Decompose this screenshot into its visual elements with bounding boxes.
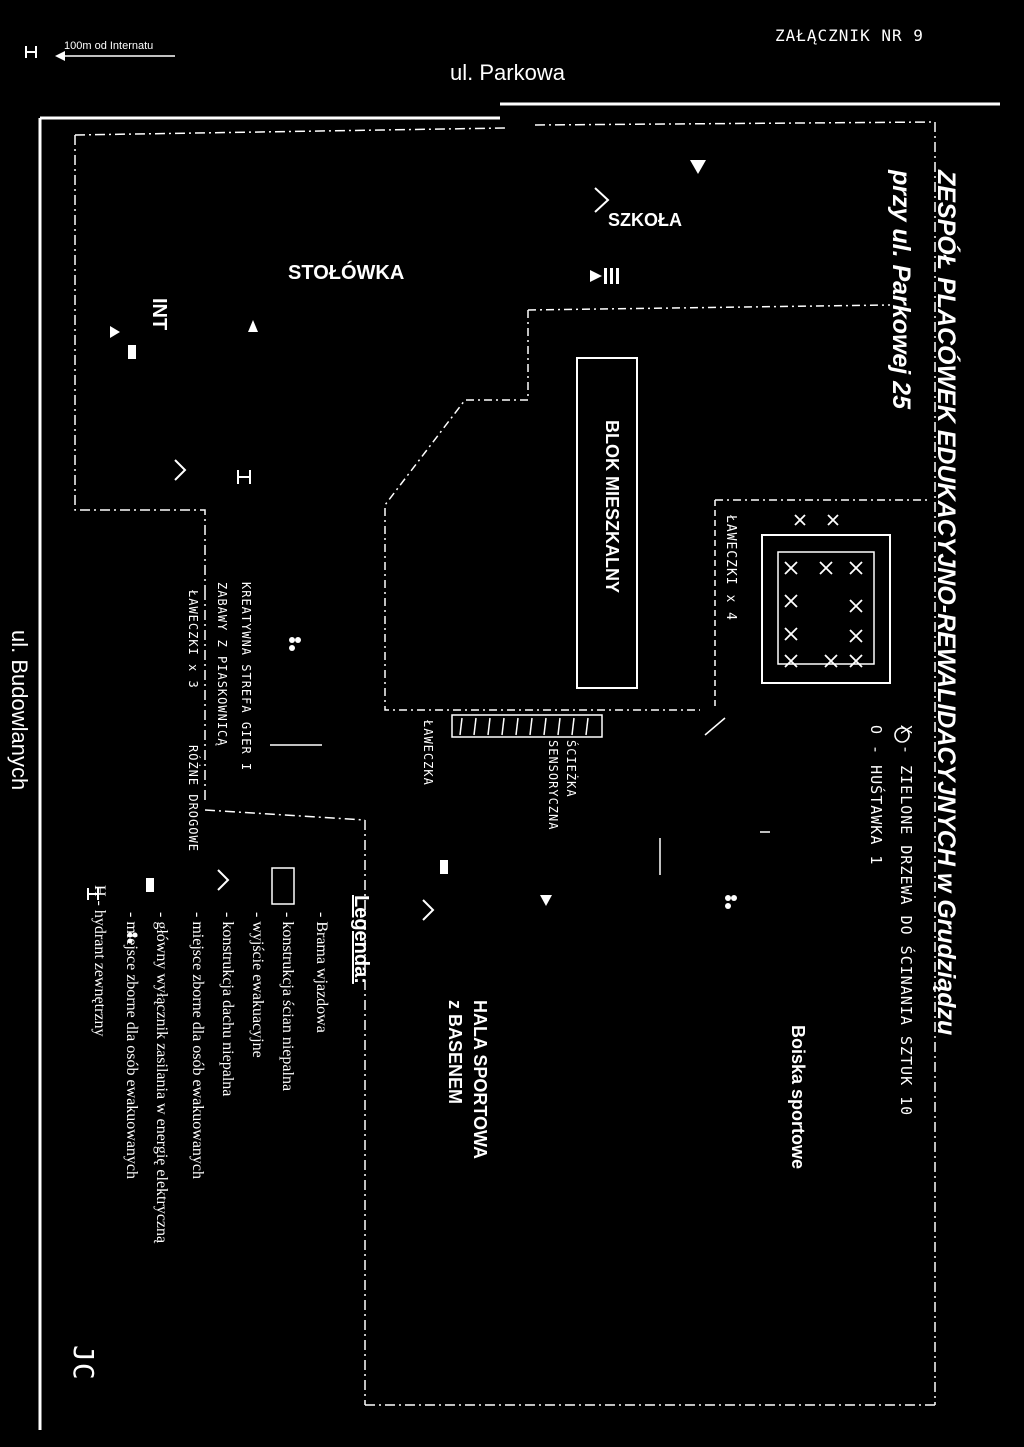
sport-field-outer (761, 534, 891, 684)
exit-triangle-hall (540, 895, 552, 906)
legend-item-roof: - konstrukcja dachu niepalna (219, 912, 236, 1097)
legend-item-hydrant: H - hydrant zewnętrzny (91, 885, 108, 1037)
label-internat: INT (148, 298, 170, 331)
distance-note: 100m od Internatu (64, 40, 154, 52)
power-switch-markers (128, 268, 619, 892)
sport-field-inner (777, 551, 875, 665)
exit-triangle-int (110, 326, 120, 338)
note-swing: O - HUŚTAWKA 1 (867, 725, 885, 866)
chevron-markers (174, 187, 610, 921)
exit-triangle-canteen (248, 320, 258, 332)
attachment-label: ZAŁĄCZNIK NR 9 (775, 26, 924, 45)
legend-item-gate: - Brama wjazdowa (313, 912, 330, 1033)
legend-item-exit: - wyjście ewakuacyjne (249, 912, 266, 1058)
label-school: SZKOŁA (608, 210, 682, 230)
school-outline (384, 310, 700, 711)
label-sport-hall-1: HALA SPORTOWA (470, 1000, 490, 1160)
note-trees: X - ZIELONE DRZEWA DO ŚCINANIA SZTUK 10 (897, 725, 915, 1117)
legend-item-walls: - konstrukcja ścian niepalna (279, 912, 296, 1092)
note-other: RÓŻNE DROGOWE (186, 745, 200, 852)
label-canteen: STOŁÓWKA (288, 262, 405, 284)
note-bench: ŁAWECZKA (421, 720, 435, 786)
legend-item-people: - miejsce zborne dla osób ewakuowanych (123, 912, 140, 1180)
signature: JC (67, 1345, 100, 1381)
hydrant-markers (25, 46, 251, 900)
swing-symbol (894, 727, 910, 743)
title-line1: ZESPÓŁ PLACÓWEK EDUKACYJNO-REWALIDACYJNY… (932, 170, 960, 1036)
perimeter-west (74, 135, 206, 590)
legend-item-assembly: - miejsce zborne dla osób ewakuowanych (189, 912, 206, 1180)
gate-triangle-top (690, 160, 706, 174)
label-dormitory: BLOK MIESZKALNY (602, 420, 622, 593)
note-benches: ŁAWECZKI x 4 (723, 515, 738, 621)
sensory-path-outline (451, 714, 603, 738)
label-sport-hall-2: z BASENEM (445, 1000, 465, 1105)
sensory-path-hatch (459, 717, 589, 736)
label-sport-fields: Boiska sportowe (788, 1025, 808, 1170)
wall-box-symbol (271, 867, 295, 905)
exit-triangle-school (590, 270, 602, 282)
title-line2: przy ul. Parkowej 25 (887, 170, 915, 409)
note-benches-3: ŁAWECZKI x 3 (186, 590, 200, 689)
legend-heading: Legenda: (350, 895, 372, 984)
note-creative-zone: KREATYWNA STREFA GIER I ZABAWY Z PIASKOW… (215, 582, 253, 772)
arrow-markers (110, 160, 706, 906)
perimeter-north-east (534, 121, 936, 126)
assembly-people-markers (127, 637, 737, 944)
street-left: ul. Budowlanych (7, 630, 32, 791)
tree-crosses (784, 514, 863, 668)
legend-item-power: - główny wyłącznik zasilania w energię e… (153, 912, 170, 1244)
note-sensory-path: ŚCIEŻKA SENSORYCZNA (546, 740, 578, 831)
street-top: ul. Parkowa (450, 60, 565, 85)
dormitory-block-outline (576, 357, 638, 689)
perimeter-north-west (74, 127, 506, 136)
